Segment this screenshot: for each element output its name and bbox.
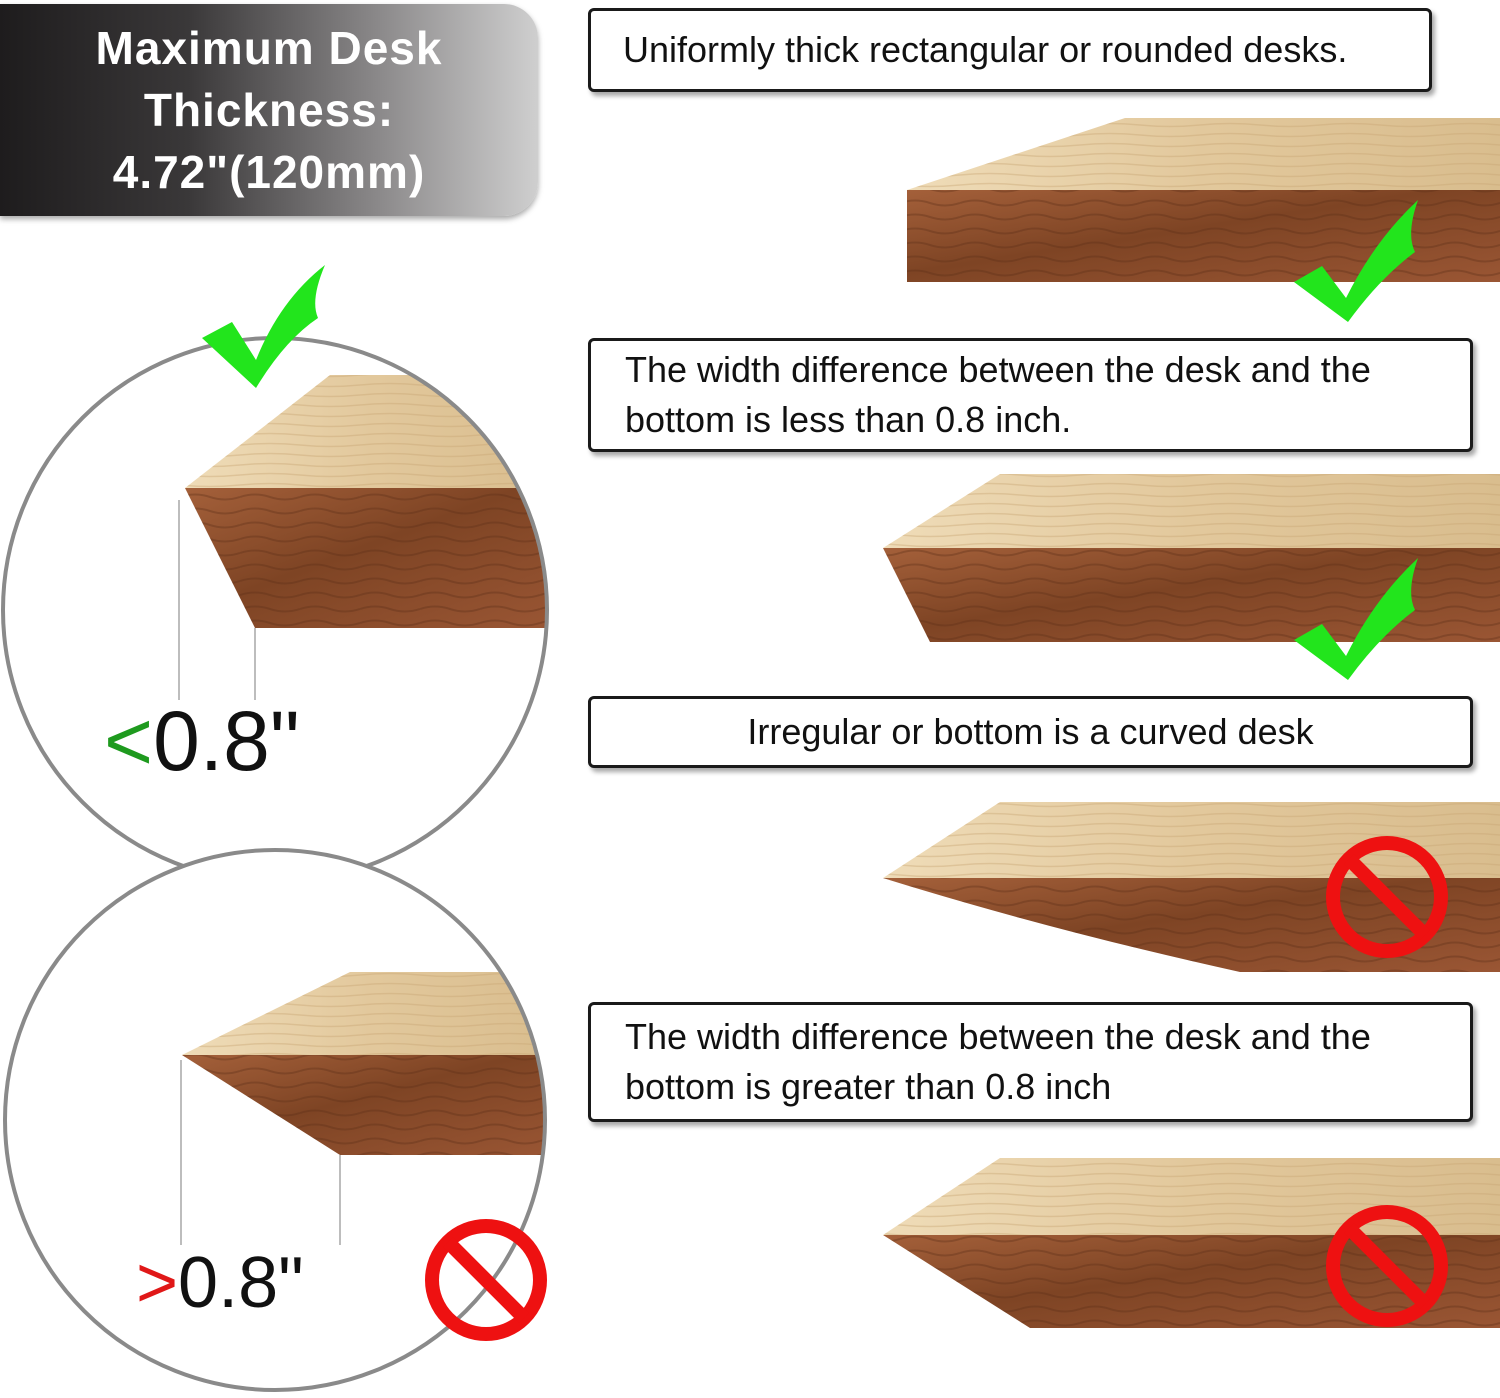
greater-value: 0.8" — [178, 1243, 304, 1323]
caption-irregular: Irregular or bottom is a curved desk — [588, 696, 1473, 768]
zoom-circle-less — [1, 336, 549, 884]
greater-than-symbol: > — [136, 1243, 179, 1323]
check-mark-icon — [1294, 200, 1418, 322]
caption-uniform: Uniformly thick rectangular or rounded d… — [588, 8, 1432, 92]
caption-less-line-1: The width difference between the desk an… — [625, 349, 1371, 390]
measurement-less: <0.8" — [104, 696, 300, 786]
desk-small-bevel — [883, 474, 1500, 642]
caption-greater-line-2: bottom is greater than 0.8 inch — [625, 1066, 1112, 1107]
check-mark-icon — [202, 265, 325, 388]
badge-line-2: Thickness: — [143, 84, 395, 136]
caption-less-than: The width difference between the desk an… — [588, 338, 1473, 452]
measurement-greater: >0.8" — [136, 1238, 304, 1328]
zoom-circle-greater — [3, 848, 547, 1392]
caption-irregular-text: Irregular or bottom is a curved desk — [747, 711, 1314, 752]
less-value: 0.8" — [153, 694, 300, 788]
prohibited-icon — [425, 1219, 547, 1341]
desk-large-bevel — [883, 1158, 1500, 1328]
caption-greater-than: The width difference between the desk an… — [588, 1002, 1473, 1122]
badge-line-1: Maximum Desk — [95, 22, 443, 74]
caption-uniform-text: Uniformly thick rectangular or rounded d… — [623, 29, 1348, 70]
caption-greater-line-1: The width difference between the desk an… — [625, 1016, 1371, 1057]
desk-curved — [883, 802, 1500, 972]
max-thickness-badge: Maximum Desk Thickness: 4.72"(120mm) — [0, 4, 538, 216]
check-mark-icon — [1294, 558, 1418, 680]
less-than-symbol: < — [104, 694, 154, 788]
prohibited-icon — [1326, 1205, 1448, 1327]
caption-less-line-2: bottom is less than 0.8 inch. — [625, 399, 1072, 440]
badge-line-3: 4.72"(120mm) — [112, 146, 426, 198]
desk-uniform — [907, 118, 1500, 282]
prohibited-icon — [1326, 836, 1448, 958]
